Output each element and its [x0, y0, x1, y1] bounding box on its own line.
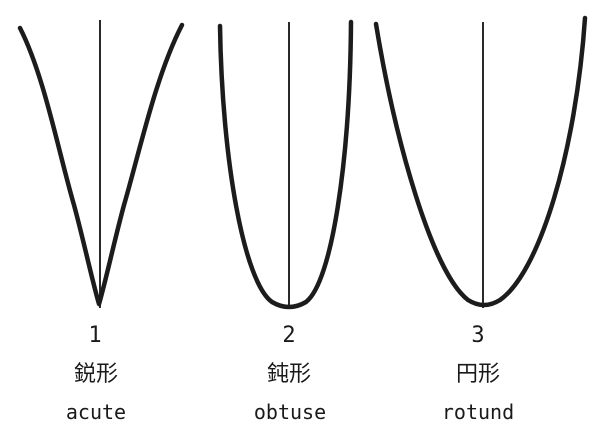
obtuse-japanese-label: 鈍形 — [267, 362, 311, 387]
acute-number: 1 — [88, 323, 101, 348]
obtuse-outline — [217, 19, 354, 310]
rotund-number: 3 — [471, 323, 484, 348]
obtuse-english-label: obtuse — [254, 400, 326, 423]
acute-outline — [17, 22, 185, 307]
rotund-outline — [373, 15, 588, 308]
acute-english-label: acute — [66, 400, 126, 423]
shape-obtuse: 2 鈍形 obtuse — [217, 19, 354, 423]
rotund-english-label: rotund — [442, 400, 514, 423]
shape-rotund: 3 円形 rotund — [373, 15, 588, 423]
acute-japanese-label: 鋭形 — [74, 362, 118, 387]
shape-acute: 1 鋭形 acute — [17, 20, 185, 423]
obtuse-number: 2 — [282, 323, 295, 348]
rotund-japanese-label: 円形 — [456, 362, 500, 387]
